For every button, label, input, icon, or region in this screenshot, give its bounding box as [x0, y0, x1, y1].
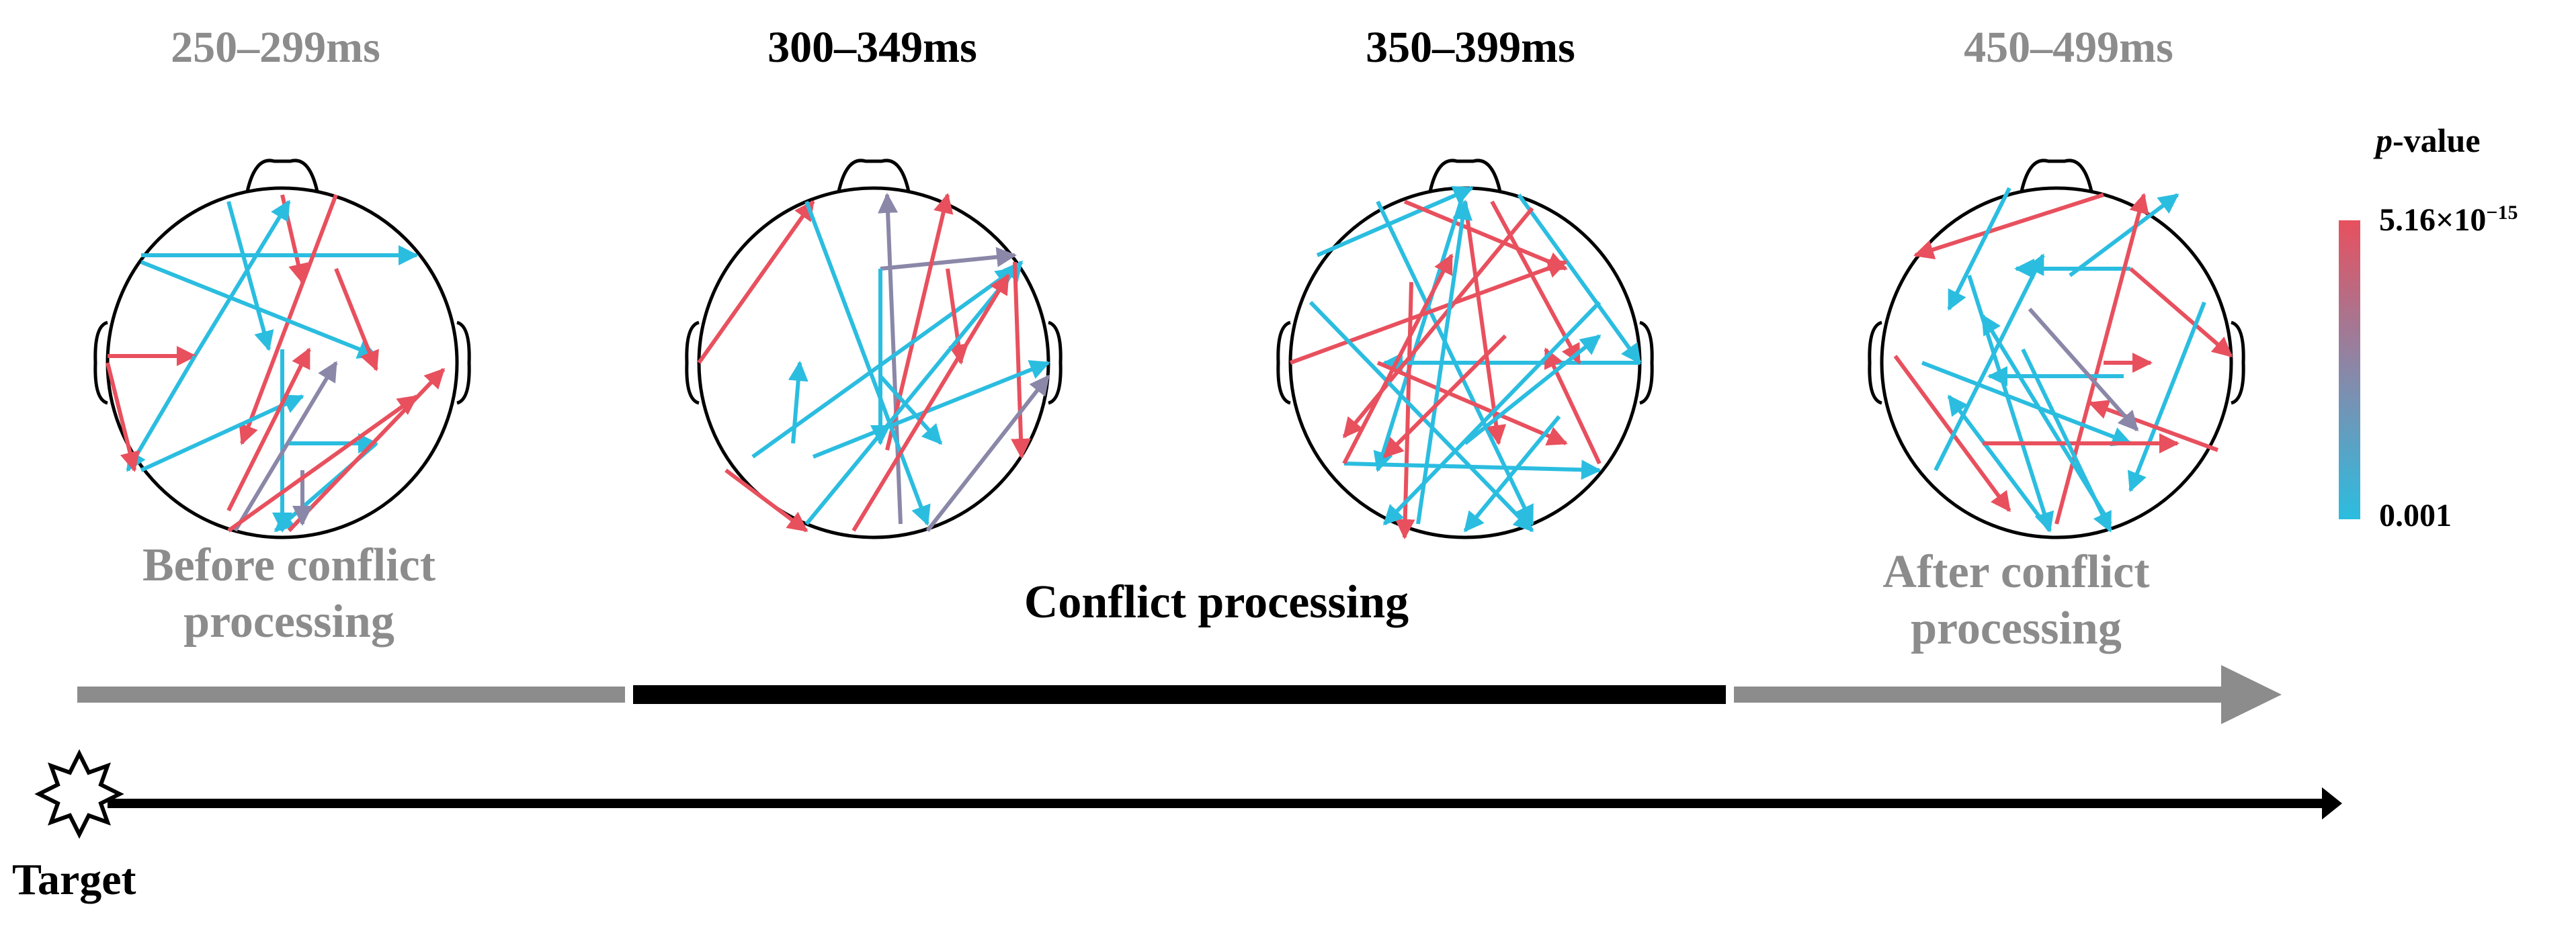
phase-label-after: After conflict processing	[1815, 544, 2218, 657]
colorbar-max-label: 5.16×10−15	[2379, 202, 2518, 238]
head-map-3	[1276, 159, 1654, 539]
colorbar-title-p: p	[2376, 122, 2393, 159]
phase-label-conflict: Conflict processing	[927, 574, 1505, 631]
colorbar	[2339, 220, 2360, 519]
colorbar-min-label: 0.001	[2379, 498, 2452, 533]
timeline-arrowhead	[2322, 787, 2342, 820]
phase-before-line1: Before conflict	[142, 539, 436, 591]
colorbar-title-rest: -value	[2393, 122, 2481, 159]
conflict-bar	[633, 685, 1726, 704]
phase-after-line1: After conflict	[1882, 546, 2150, 598]
star-burst-icon	[34, 749, 124, 839]
timeline-line	[108, 799, 2325, 808]
phase-conflict-line1: Conflict processing	[1024, 576, 1409, 628]
phase-after-line2: processing	[1911, 603, 2122, 654]
head-map-1	[93, 159, 471, 539]
phase-before-line2: processing	[183, 596, 394, 648]
window-title-1: 250–299ms	[171, 23, 380, 72]
colorbar-title: p-value	[2376, 121, 2481, 160]
window-title-2: 300–349ms	[767, 23, 977, 72]
head-map-4	[1868, 159, 2245, 539]
colorbar-max-mantissa: 5.16×10	[2379, 202, 2487, 238]
window-title-4: 450–499ms	[1964, 23, 2173, 72]
target-label: Target	[12, 855, 136, 904]
before-bar	[77, 687, 625, 703]
phase-label-before: Before conflict processing	[87, 537, 491, 650]
colorbar-max-exponent: −15	[2486, 202, 2518, 224]
after-bar	[1734, 687, 2225, 703]
window-title-3: 350–399ms	[1366, 23, 1575, 72]
after-bar-arrowhead	[2221, 665, 2282, 724]
head-map-2	[685, 159, 1063, 539]
